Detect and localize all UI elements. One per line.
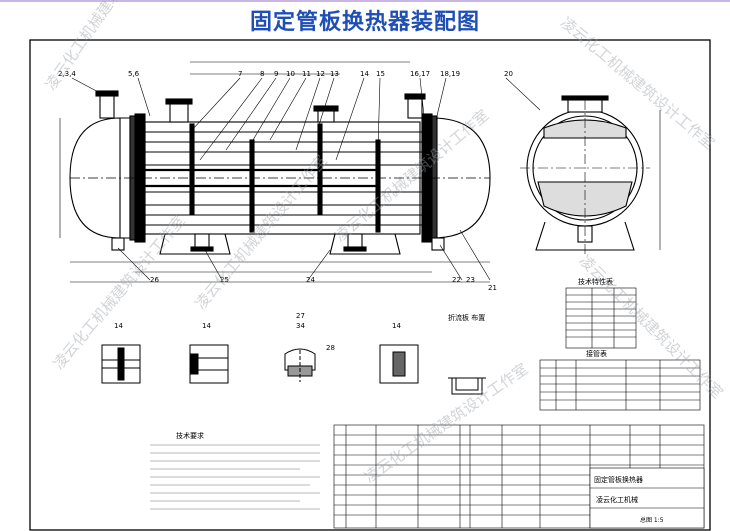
top-border xyxy=(0,0,730,2)
main-elevation-view xyxy=(59,61,491,283)
footer-note: 总图 1:5 xyxy=(640,516,664,524)
tech-notes xyxy=(150,444,320,510)
balloon-21: 21 xyxy=(488,284,497,292)
balloon-12: 12 xyxy=(316,70,325,78)
balloon-2-3-4: 2,3,4 xyxy=(58,70,76,78)
parts-list xyxy=(333,424,705,529)
company-name: 凌云化工机械 xyxy=(596,495,638,504)
balloon-23: 23 xyxy=(466,276,475,284)
balloon-16-17: 16,17 xyxy=(410,70,430,78)
section-label-3: 34 xyxy=(296,322,305,330)
section-details xyxy=(101,344,486,395)
balloon-8: 8 xyxy=(260,70,264,78)
balloon-22: 22 xyxy=(452,276,461,284)
tech-characteristics-table xyxy=(565,287,637,349)
balloon-9: 9 xyxy=(274,70,278,78)
notes-title: 技术要求 xyxy=(176,431,204,440)
detail-caption: 折流板 布置 xyxy=(448,313,485,322)
balloon-14: 14 xyxy=(360,70,369,78)
balloon-5-6: 5,6 xyxy=(128,70,140,78)
balloon-13: 13 xyxy=(330,70,339,78)
end-view xyxy=(520,95,661,255)
balloon-10: 10 xyxy=(286,70,295,78)
balloon-18-19: 18,19 xyxy=(440,70,460,78)
balloon-25: 25 xyxy=(220,276,229,284)
section-label-2: 14 xyxy=(202,322,211,330)
nozzle-table-title: 接管表 xyxy=(586,349,607,358)
drawing-title: 固定管板换热器 xyxy=(594,475,643,484)
balloon-7: 7 xyxy=(238,70,242,78)
nozzle-table xyxy=(539,359,701,411)
balloon-15: 15 xyxy=(376,70,385,78)
balloon-28: 28 xyxy=(326,344,335,352)
balloon-26: 26 xyxy=(150,276,159,284)
balloon-27: 27 xyxy=(296,312,305,320)
page-title: 固定管板换热器装配图 xyxy=(249,10,480,35)
leader-lines xyxy=(71,77,541,281)
balloon-24: 24 xyxy=(306,276,315,284)
balloon-11: 11 xyxy=(302,70,311,78)
section-label-4: 14 xyxy=(392,322,401,330)
balloon-20: 20 xyxy=(504,70,513,78)
tech-char-title: 技术特性表 xyxy=(578,277,613,286)
section-label-1: 14 xyxy=(114,322,123,330)
